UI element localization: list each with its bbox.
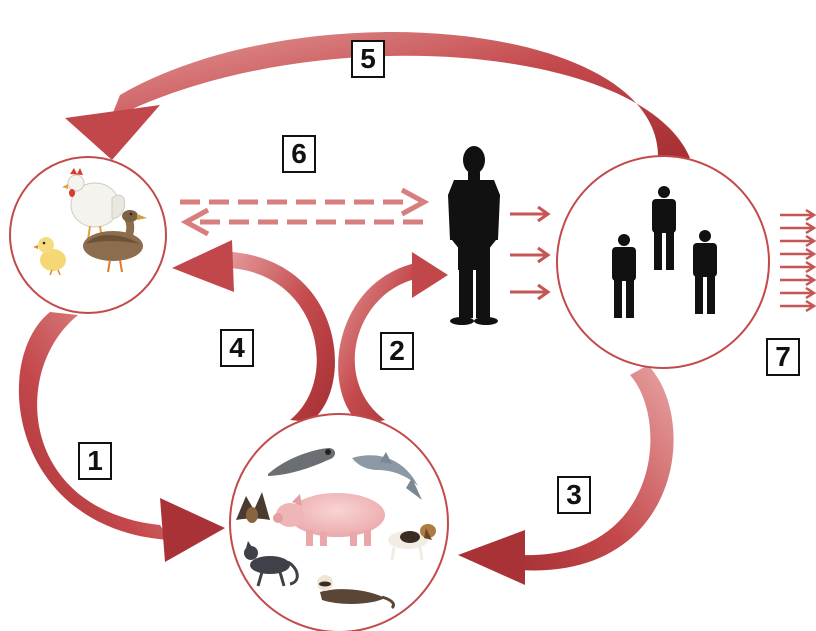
step-6-label: 6 xyxy=(282,135,316,173)
step-5-label: 5 xyxy=(351,40,385,78)
step-2-label: 2 xyxy=(380,332,414,370)
spread-arrows xyxy=(510,207,548,299)
step-1-label: 1 xyxy=(78,442,112,480)
human-population-node xyxy=(557,156,769,368)
step-3-label: 3 xyxy=(557,476,591,514)
step-4-label: 4 xyxy=(220,329,254,367)
arrow-6 xyxy=(180,202,430,222)
arrow-3 xyxy=(458,365,674,585)
birds-node xyxy=(10,157,166,313)
arrow-1 xyxy=(19,312,225,562)
mammals-node xyxy=(230,414,448,631)
step-7-label: 7 xyxy=(766,338,800,376)
outward-arrows-7 xyxy=(780,210,814,311)
arrow-6-head-right xyxy=(402,190,424,214)
human-silhouette-icon xyxy=(448,146,500,325)
